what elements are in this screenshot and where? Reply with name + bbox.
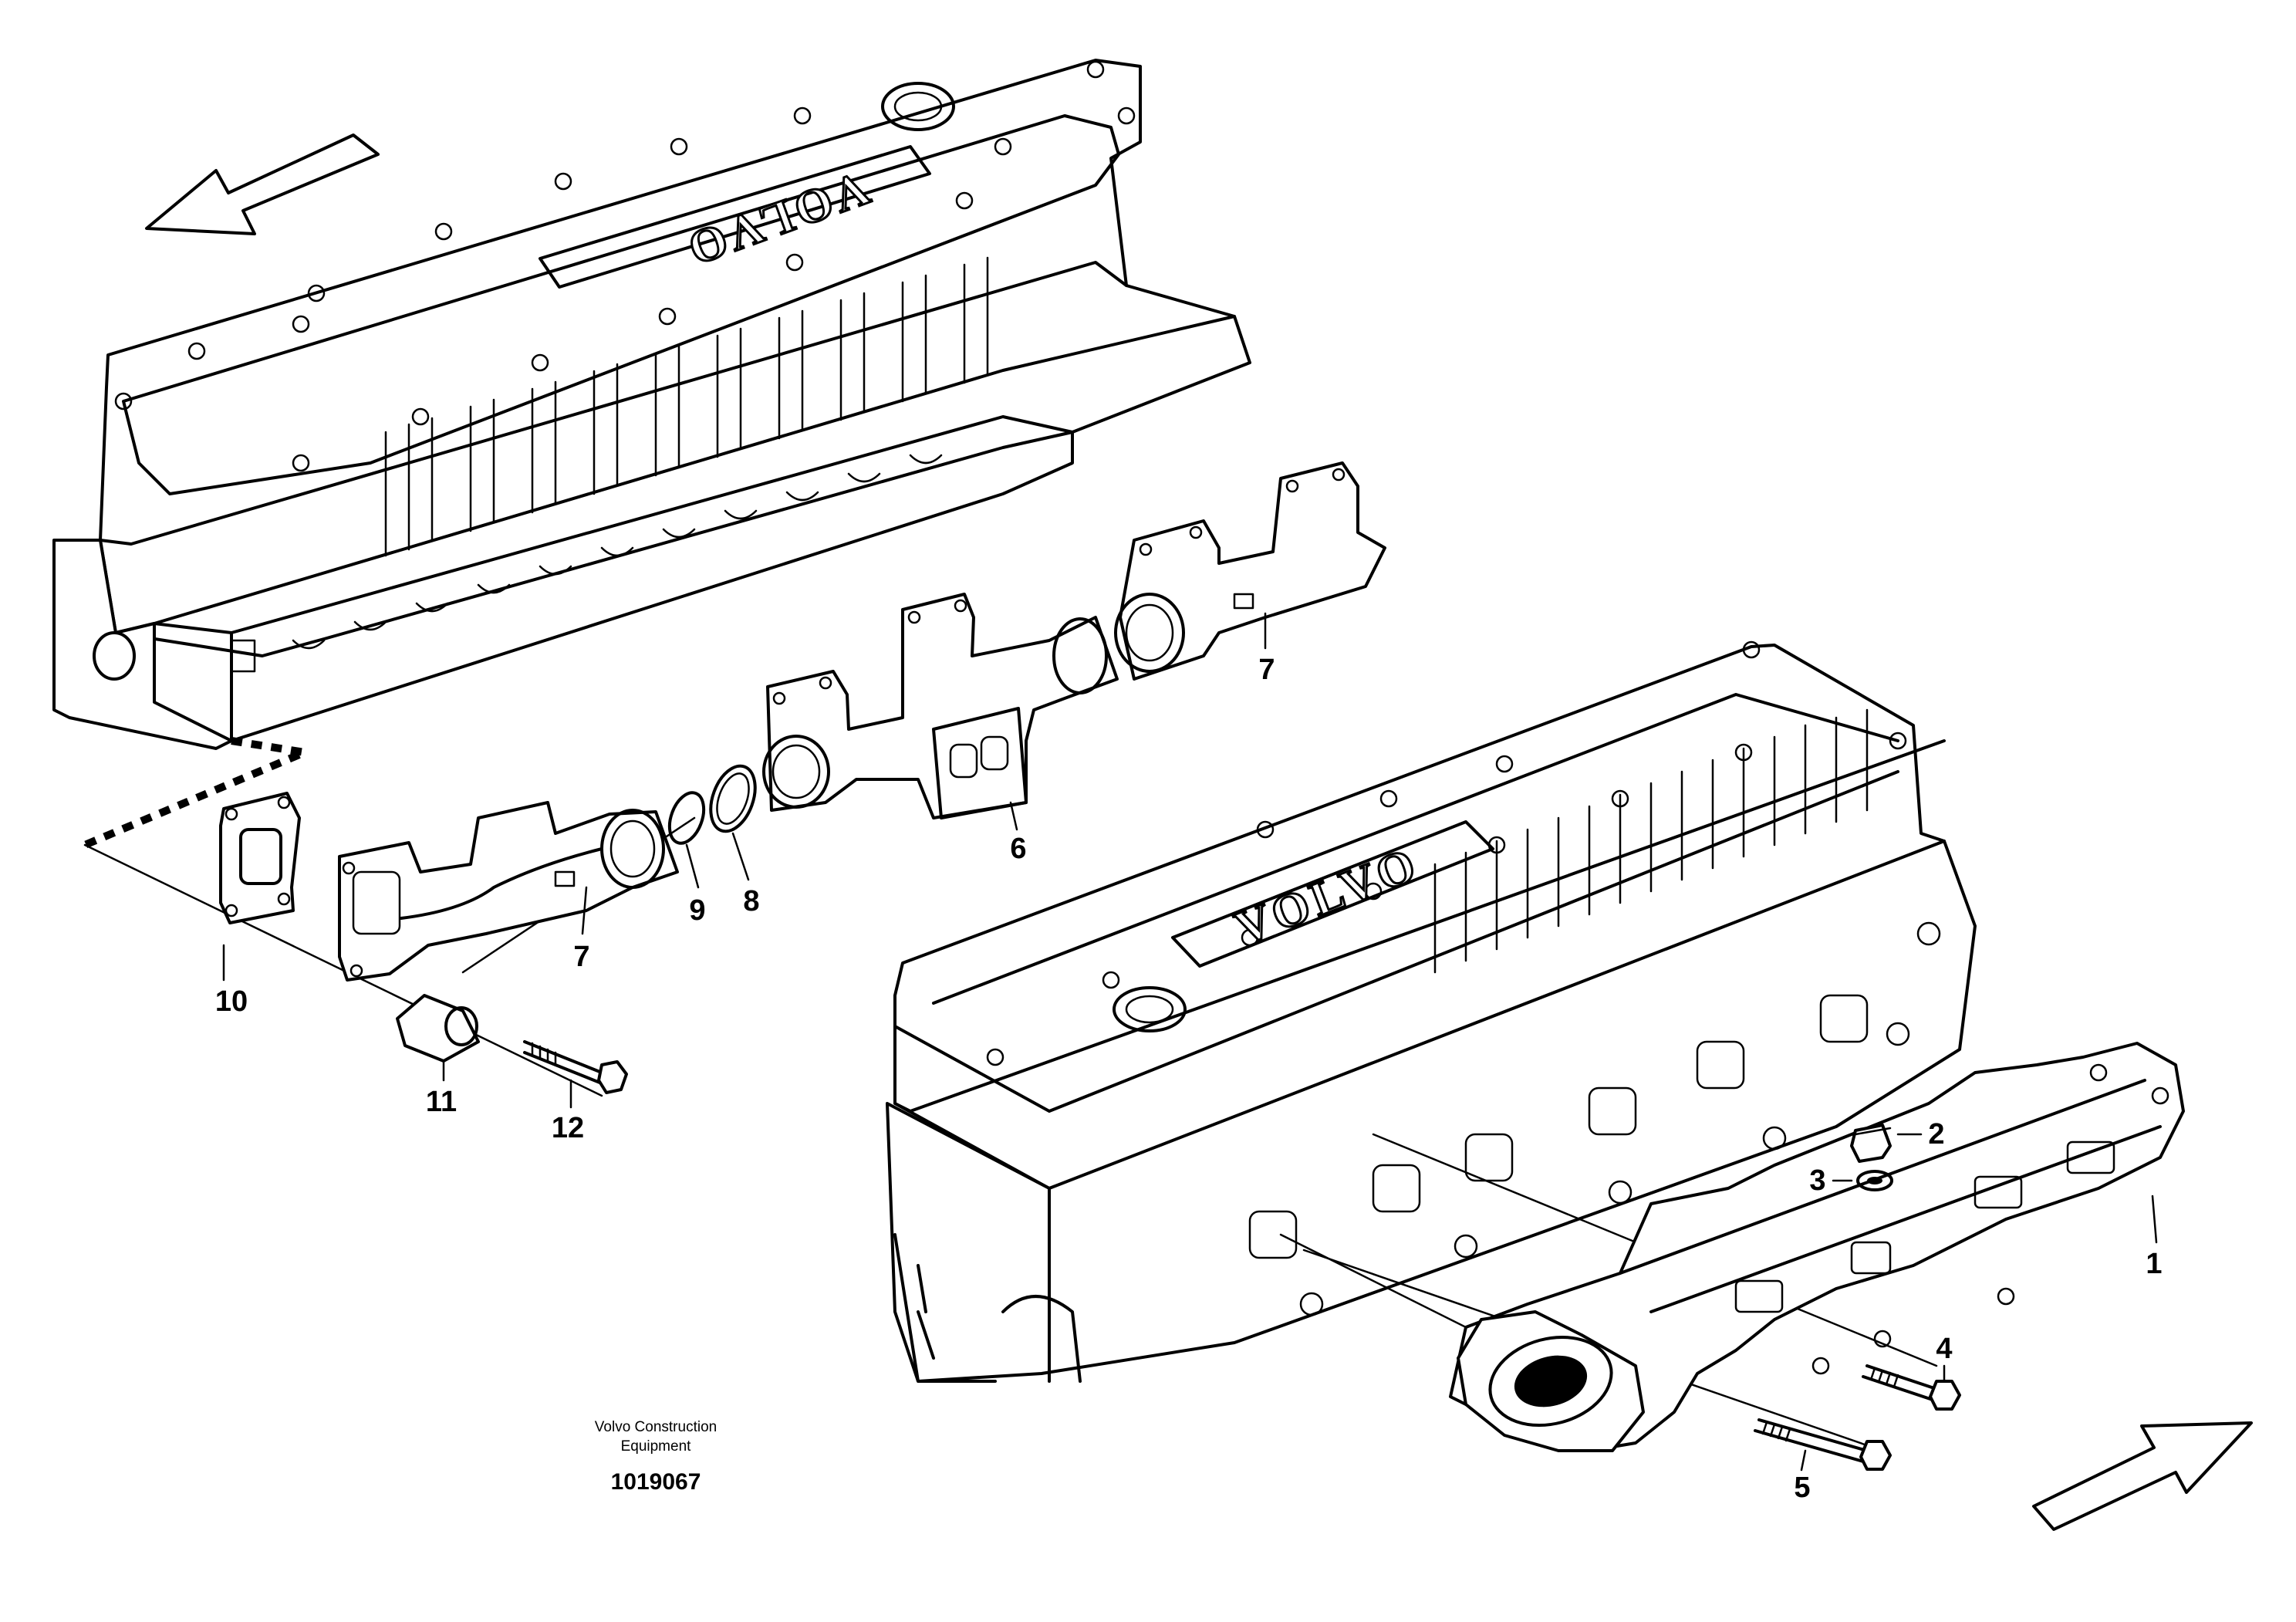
callout-6: 6 xyxy=(1010,833,1026,865)
callout-labels: 1 2 3 4 5 6 7 7 8 9 10 11 12 xyxy=(215,654,2163,1504)
assembly-dashed-line xyxy=(83,737,319,849)
callout-12: 12 xyxy=(552,1112,584,1144)
callout-2: 2 xyxy=(1928,1118,1944,1151)
callout-8: 8 xyxy=(743,885,759,917)
callout-10: 10 xyxy=(215,985,248,1018)
part-2-plug xyxy=(1850,1124,1892,1163)
part-12-bolt xyxy=(523,1040,628,1094)
part-8-sealing-ring xyxy=(709,764,757,833)
brand-line-1: Volvo Construction xyxy=(595,1419,717,1435)
callout-4: 4 xyxy=(1936,1333,1952,1365)
part-6-manifold-middle xyxy=(762,593,1119,819)
callout-9: 9 xyxy=(689,894,705,927)
callout-7-lower: 7 xyxy=(573,941,589,973)
part-1-exhaust-manifold xyxy=(1449,1042,2185,1452)
callout-1: 1 xyxy=(2146,1248,2162,1280)
part-5-bolt xyxy=(1754,1418,1892,1471)
callout-7-upper: 7 xyxy=(1258,654,1275,686)
callout-3: 3 xyxy=(1809,1164,1825,1197)
part-3-washer xyxy=(1856,1170,1893,1191)
direction-arrow-left-icon xyxy=(145,133,380,235)
direction-arrow-right-icon xyxy=(2032,1421,2253,1531)
part-4-bolt xyxy=(1862,1364,1961,1411)
part-7-manifold-left xyxy=(338,801,679,982)
lower-engine-cylinder-head: VOLVO xyxy=(886,640,1977,1383)
callout-leader-lines xyxy=(222,612,2158,1472)
part-11-spacer-sleeve xyxy=(396,994,480,1063)
footer-branding: Volvo Construction Equipment 1019067 xyxy=(595,1419,717,1495)
brand-line-2: Equipment xyxy=(621,1438,692,1455)
upper-engine-cylinder-head: VOLVO xyxy=(52,59,1251,750)
part-7-manifold-upper-right xyxy=(1114,461,1386,681)
part-9-o-ring xyxy=(667,791,706,845)
part-10-gasket xyxy=(219,792,301,924)
document-number: 1019067 xyxy=(611,1469,701,1495)
callout-5: 5 xyxy=(1794,1472,1810,1504)
callout-11: 11 xyxy=(426,1086,457,1118)
